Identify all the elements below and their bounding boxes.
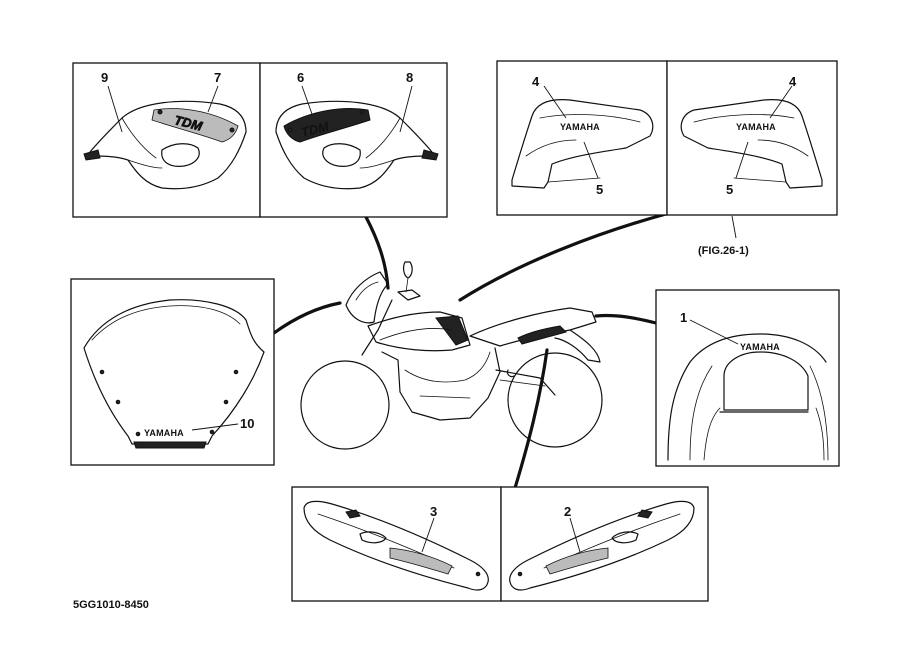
panel-grab-bars: YAMAHA 4 5 YAMAHA 4 5 (FIG.26-1): [496, 60, 838, 257]
drawing-code: 5GG1010-8450: [73, 599, 149, 611]
callout-1: 1: [680, 310, 687, 325]
callout-6: 6: [297, 70, 304, 85]
decal-model-text: TDM: [173, 112, 205, 134]
callout-5-left: 5: [596, 182, 603, 197]
callout-7: 7: [214, 70, 221, 85]
panel-seat: YAMAHA 1: [655, 289, 840, 467]
seat-brand: YAMAHA: [740, 342, 780, 352]
figure-reference: (FIG.26-1): [698, 245, 749, 257]
callout-2: 2: [564, 504, 571, 519]
motorcycle-outline: [300, 261, 603, 450]
leader-lines: [272, 212, 668, 490]
panel-side-covers: 3 2: [291, 486, 709, 602]
grab-bar-left-brand: YAMAHA: [560, 122, 600, 132]
callout-3: 3: [430, 504, 437, 519]
callout-8: 8: [406, 70, 413, 85]
panel-windscreen: YAMAHA 10: [70, 278, 275, 466]
decal-model-text-right: TDM: [299, 118, 331, 140]
callout-10: 10: [240, 416, 254, 431]
panel-left-cowl: TDM 9 7: [72, 62, 261, 218]
panel-right-cowl: TDM 6 8: [259, 62, 448, 218]
windscreen-brand: YAMAHA: [144, 428, 184, 438]
callout-9: 9: [101, 70, 108, 85]
callout-5-right: 5: [726, 182, 733, 197]
callout-4-left: 4: [532, 74, 540, 89]
callout-4-right: 4: [789, 74, 797, 89]
grab-bar-right-brand: YAMAHA: [736, 122, 776, 132]
